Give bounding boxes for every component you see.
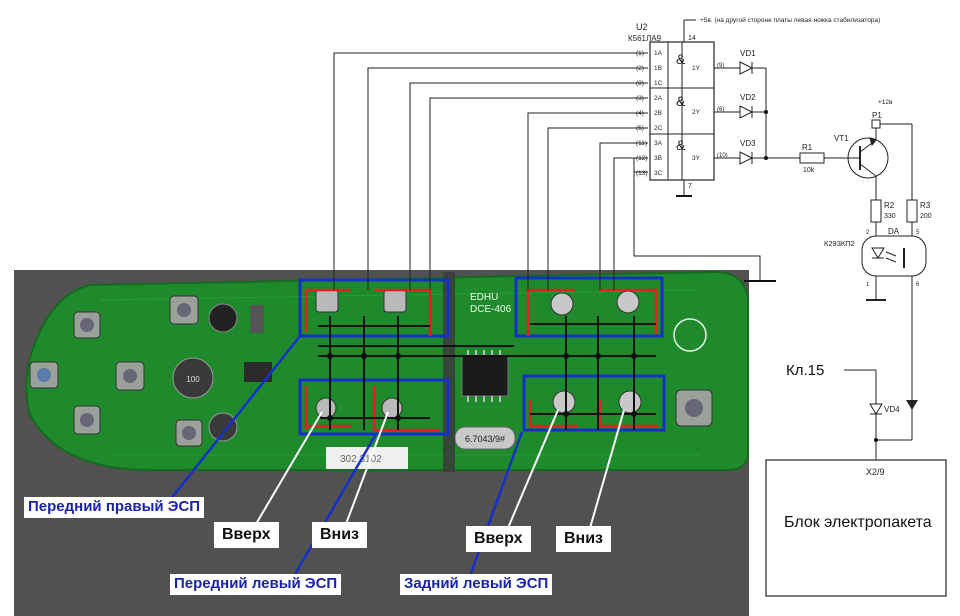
chip-input-pin-3: (8) xyxy=(636,80,644,87)
vd2-label: VD2 xyxy=(740,93,756,102)
board-mark-1: EDHU xyxy=(470,292,498,303)
r1-ref: R1 xyxy=(802,143,813,152)
chip-output-name-1: 1Y xyxy=(692,65,701,72)
chip-input-name-2: 1B xyxy=(654,65,662,72)
chip-part: К561ЛА9 xyxy=(628,34,662,43)
chip-u2 xyxy=(649,19,715,197)
left-switch-cluster xyxy=(29,295,199,435)
capacitors: 100 xyxy=(172,303,238,447)
chip-input-name-1: 1A xyxy=(654,50,663,57)
block-label: Блок электропакета xyxy=(784,514,932,531)
vd3-label: VD3 xyxy=(740,139,756,148)
da-pin-2: 2 xyxy=(866,230,870,236)
chip-pin7: 7 xyxy=(688,183,692,190)
label-front-right-esp: Передний правый ЭСП xyxy=(24,497,205,518)
board-mark-2: DCE-406 xyxy=(470,304,512,315)
chip-input-name-3: 1C xyxy=(654,80,663,87)
chip-output-pin-2: (6) xyxy=(717,107,724,113)
vt1-label: VT1 xyxy=(834,134,849,143)
gate-symbol-3: & xyxy=(676,137,686,153)
r2-value: 330 xyxy=(884,213,896,220)
da-pin-6: 6 xyxy=(916,282,920,288)
switch-group-front-right xyxy=(298,278,450,338)
label-down-front: Вниз xyxy=(312,522,368,548)
label-down-rear: Вниз xyxy=(556,526,612,552)
resistor-r3 xyxy=(906,199,918,236)
vd1-label: VD1 xyxy=(740,49,756,58)
da-pin-5: 5 xyxy=(916,230,920,236)
label-front-left-esp: Передний левый ЭСП xyxy=(170,574,342,595)
switch-group-rear-right xyxy=(514,276,664,338)
chip-input-pin-4: (3) xyxy=(636,95,644,102)
label-rear-left-esp: Задний левый ЭСП xyxy=(400,574,553,595)
chip-input-name-9: 3C xyxy=(654,170,663,177)
r2-ref: R2 xyxy=(884,201,895,210)
r1-value: 10k xyxy=(803,167,815,174)
r3-value: 200 xyxy=(920,213,932,220)
transistor-vt1 xyxy=(847,128,889,200)
chip-input-pin-2: (2) xyxy=(636,65,644,72)
chip-input-pin-5: (4) xyxy=(636,110,644,117)
input-wires xyxy=(333,52,761,290)
red-traces xyxy=(304,288,658,432)
p1-label: P1 xyxy=(872,111,882,120)
chip-output-pin-3: (10) xyxy=(717,153,728,159)
chip-input-name-6: 2C xyxy=(654,125,663,132)
chip-input-pin-6: (5) xyxy=(636,125,644,132)
da-ref: DA xyxy=(888,227,900,236)
gate-symbol-2: & xyxy=(676,93,686,109)
label-pointers xyxy=(169,335,625,577)
gate-symbol-1: & xyxy=(676,51,686,67)
chip-input-name-5: 2B xyxy=(654,110,662,117)
label-up-rear: Вверх xyxy=(466,526,531,552)
switch-group-rear-left xyxy=(522,374,666,432)
crystal-mark: 6.7043/9# xyxy=(465,434,505,444)
p1-supply: +12в xyxy=(878,99,893,106)
chip-input-pin-7: (11) xyxy=(636,140,647,147)
chip-output-name-2: 2Y xyxy=(692,109,701,116)
r3-ref: R3 xyxy=(920,201,931,210)
resistor-r1 xyxy=(799,152,848,164)
resistor-r2 xyxy=(870,199,882,236)
chip-pin14: 14 xyxy=(688,35,696,42)
da-part: К293КП2 xyxy=(824,239,855,248)
output-diodes xyxy=(714,61,800,165)
chip-input-pin-8: (12) xyxy=(636,155,648,162)
power-note: +5в. (на другой стороне платы левая ножк… xyxy=(700,16,880,24)
chip-input-pin-1: (1) xyxy=(636,50,644,57)
chip-input-pin-9: (13) xyxy=(636,170,648,177)
klemma-wire xyxy=(844,369,912,460)
chip-output-pin-1: (9) xyxy=(717,63,724,69)
p1-pad xyxy=(871,119,881,129)
chip-ref: U2 xyxy=(636,22,648,32)
optocoupler-da xyxy=(861,235,927,440)
chip-input-name-4: 2A xyxy=(654,95,663,102)
klemma-label: Кл.15 xyxy=(786,362,825,379)
pcb-board xyxy=(25,270,749,471)
chip-input-name-8: 3B xyxy=(654,155,662,162)
chip-output-name-3: 3Y xyxy=(692,155,701,162)
connector-label: X2/9 xyxy=(866,467,885,477)
svg-text:100: 100 xyxy=(186,375,200,384)
board-ic xyxy=(461,355,509,397)
vd4-label: VD4 xyxy=(884,405,900,414)
da-pin-1: 1 xyxy=(866,282,870,288)
chip-input-name-7: 3A xyxy=(654,140,663,147)
label-up-front: Вверх xyxy=(214,522,279,548)
electropackage-block xyxy=(765,459,947,597)
